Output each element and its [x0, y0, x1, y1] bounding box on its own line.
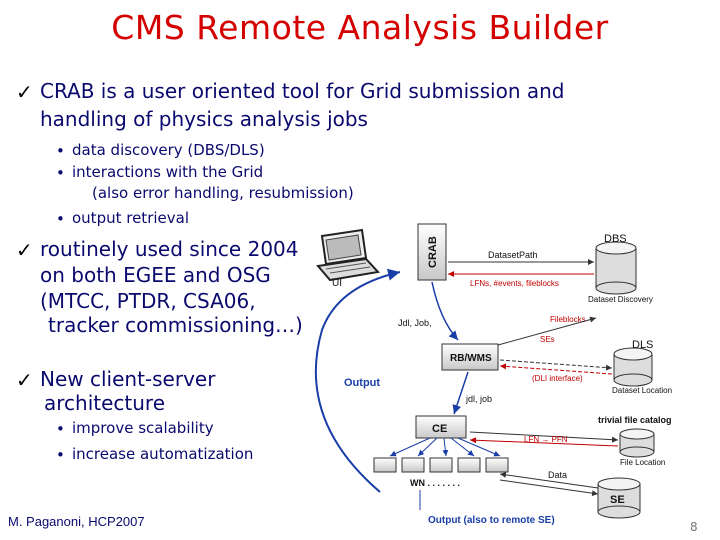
- bullet-1-line-1: CRAB is a user oriented tool for Grid su…: [40, 79, 565, 103]
- output-arc: [314, 268, 401, 493]
- page-number: 8: [690, 520, 698, 534]
- rb-wms-label: RB/WMS: [450, 353, 492, 364]
- se-label: SE: [610, 494, 625, 506]
- ce-label: CE: [432, 423, 447, 435]
- jdl-job-label: jdl, job: [465, 394, 492, 404]
- lfn-pfn-label: LFN → PFN: [524, 435, 568, 444]
- dli-interface-label: (DLI interface): [532, 374, 583, 383]
- fileblocks-label: Fileblocks: [550, 315, 586, 324]
- crab-label: CRAB: [427, 236, 439, 268]
- sub-bullet-data-discovery: data discovery (DBS/DLS): [72, 141, 265, 159]
- bullet-dot-icon: •: [56, 420, 65, 438]
- dbs-database-icon: [595, 241, 637, 295]
- sub-bullet-scalability: improve scalability: [72, 419, 214, 437]
- bullet-dot-icon: •: [56, 446, 65, 464]
- bullet-dot-icon: •: [56, 164, 65, 182]
- wn-label: WN . . . . . . .: [410, 478, 460, 488]
- dls-label: DLS: [632, 339, 653, 351]
- slide-title: CMS Remote Analysis Builder: [111, 8, 609, 47]
- bullet-3-line-1: New client-server: [40, 367, 216, 391]
- wn-box: [373, 457, 397, 473]
- data-label: Data: [548, 470, 567, 480]
- sub-bullet-automatization: increase automatization: [72, 445, 254, 463]
- se-storage-icon: [597, 477, 641, 519]
- dataset-location-label: Dataset Location: [612, 386, 672, 395]
- dataset-discovery-label: Dataset Discovery: [588, 295, 653, 304]
- bullet-dot-icon: •: [56, 142, 65, 160]
- dbs-label: DBS: [604, 233, 627, 245]
- wn-box: [485, 457, 509, 473]
- laptop-icon: [316, 228, 380, 282]
- ce-box: [415, 415, 467, 439]
- checkmark-icon: ✓: [16, 238, 33, 262]
- rb-wms-box: [441, 343, 499, 371]
- bullet-1-line-2: handling of physics analysis jobs: [40, 107, 368, 131]
- crab-box: [417, 223, 447, 281]
- dataset-path-label: DatasetPath: [488, 250, 538, 260]
- file-location-database-icon: [619, 428, 655, 458]
- footer-author: M. Paganoni, HCP2007: [8, 514, 145, 529]
- file-location-label: File Location: [620, 458, 665, 467]
- wn-box: [429, 457, 453, 473]
- output-remote-se-label: Output (also to remote SE): [428, 515, 555, 526]
- sub-bullet-grid-interactions: interactions with the Grid: [72, 163, 264, 181]
- sub-bullet-output-retrieval: output retrieval: [72, 209, 189, 227]
- bullet-2-line-1: routinely used since 2004: [40, 237, 299, 261]
- bullet-3-line-2: architecture: [44, 391, 166, 415]
- ui-label: UI: [332, 278, 342, 289]
- wn-box: [457, 457, 481, 473]
- bullet-dot-icon: •: [56, 210, 65, 228]
- checkmark-icon: ✓: [16, 368, 33, 392]
- trivial-file-catalog-label: trivial file catalog: [598, 415, 672, 425]
- jdl-job-top-label: Jdl, Job,: [398, 318, 432, 328]
- sub-bullet-grid-interactions-detail: (also error handling, resubmission): [92, 184, 354, 202]
- bullet-2-line-2: on both EGEE and OSG: [40, 263, 271, 287]
- bullet-2-line-3: (MTCC, PTDR, CSA06,: [40, 289, 256, 313]
- lfns-events-fileblocks-label: LFNs, #events, fileblocks: [470, 279, 559, 288]
- output-label: Output: [344, 377, 380, 389]
- checkmark-icon: ✓: [16, 80, 33, 104]
- ses-label: SEs: [540, 335, 555, 344]
- dls-database-icon: [613, 347, 653, 387]
- wn-box: [401, 457, 425, 473]
- bullet-2-line-4: tracker commissioning…): [48, 313, 303, 337]
